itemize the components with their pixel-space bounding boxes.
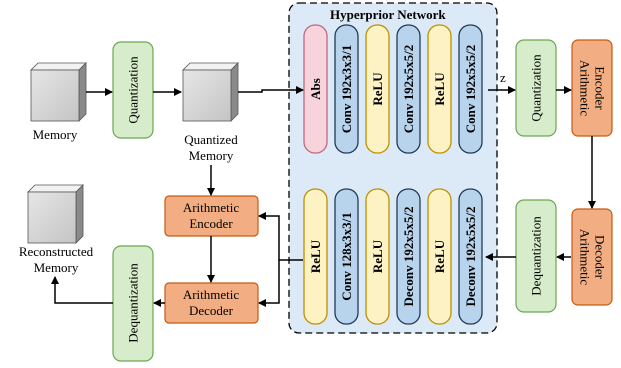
arithmetic-decoder-right-line2: Decoder: [593, 235, 608, 280]
connectors: [51, 86, 596, 307]
encoder-layer-4-label: Conv 192x5x5/2: [401, 45, 416, 133]
quantization-block-right-label: Quantization: [529, 54, 544, 122]
quantization-block-right: [515, 39, 557, 137]
z-label: z: [500, 70, 506, 85]
encoder-layer-5: [427, 24, 452, 154]
decoder-layer-6-label: Deconv 192x5x5/2: [463, 206, 478, 306]
encoder-layer-5-label: ReLU: [432, 72, 447, 106]
encoder-layer-3-label: ReLU: [370, 72, 385, 106]
decoder-layer-5-label: ReLU: [432, 239, 447, 273]
decoder-layer-3-label: ReLU: [370, 239, 385, 273]
decoder-layer-stack: ReLU Conv 128x3x3/1 ReLU Deconv 192x5x5/2 Re…: [303, 188, 483, 325]
reconstructed-memory-label-line2: Memory: [33, 260, 79, 275]
decoder-layer-3: [365, 188, 390, 325]
arithmetic-encoder-mid-line1: Arithmetic: [183, 200, 240, 215]
quantization-block-left: [112, 41, 154, 139]
arithmetic-decoder-right-line1: Arithmetic: [578, 229, 593, 286]
encoder-layer-stack: Abs Conv 192x3x3/1 ReLU Conv 192x5x5/2 ReLU C…: [303, 24, 483, 154]
decoder-layer-4: [396, 188, 421, 325]
arithmetic-encoder-right-line2: Encoder: [593, 66, 608, 110]
memory-label: Memory: [32, 127, 78, 142]
decoder-layer-4-label: Deconv 192x5x5/2: [401, 206, 416, 306]
decoder-layer-1-label: ReLU: [308, 239, 323, 273]
reconstructed-memory-label-line1: Reconstructed: [18, 244, 94, 259]
arithmetic-encoder-right-line1: Arithmetic: [578, 60, 593, 117]
encoder-layer-2-label: Conv 192x3x3/1: [339, 45, 354, 133]
dequantization-block-left-label: Dequantization: [126, 263, 141, 343]
hyperprior-title: Hyperprior Network: [330, 7, 446, 22]
quantized-memory-label-line1: Quantized: [184, 132, 238, 147]
dequantization-block-right-label: Dequantization: [529, 216, 544, 296]
decoder-layer-6: [458, 188, 483, 325]
arithmetic-decoder-mid-line2: Decoder: [189, 303, 234, 318]
decoder-layer-5: [427, 188, 452, 325]
arithmetic-decoder-mid-line1: Arithmetic: [183, 287, 240, 302]
encoder-layer-1: [303, 24, 328, 154]
memory-cube: [30, 62, 87, 122]
encoder-layer-3: [365, 24, 390, 154]
quantized-memory-cube: [182, 62, 239, 122]
encoder-layer-1-label: Abs: [308, 78, 323, 100]
quantized-memory-label-line2: Memory: [188, 148, 234, 163]
decoder-layer-1: [303, 188, 328, 325]
encoder-layer-4: [396, 24, 421, 154]
encoder-layer-6-label: Conv 192x5x5/2: [463, 45, 478, 133]
reconstructed-memory-cube: [27, 184, 84, 244]
arithmetic-encoder-mid-line2: Encoder: [189, 216, 233, 231]
arithmetic-decoder-right: [571, 208, 613, 306]
decoder-layer-2: [334, 188, 359, 325]
quantization-block-left-label: Quantization: [126, 56, 141, 124]
decoder-layer-2-label: Conv 128x3x3/1: [339, 212, 354, 300]
encoder-layer-6: [458, 24, 483, 154]
encoder-layer-2: [334, 24, 359, 154]
